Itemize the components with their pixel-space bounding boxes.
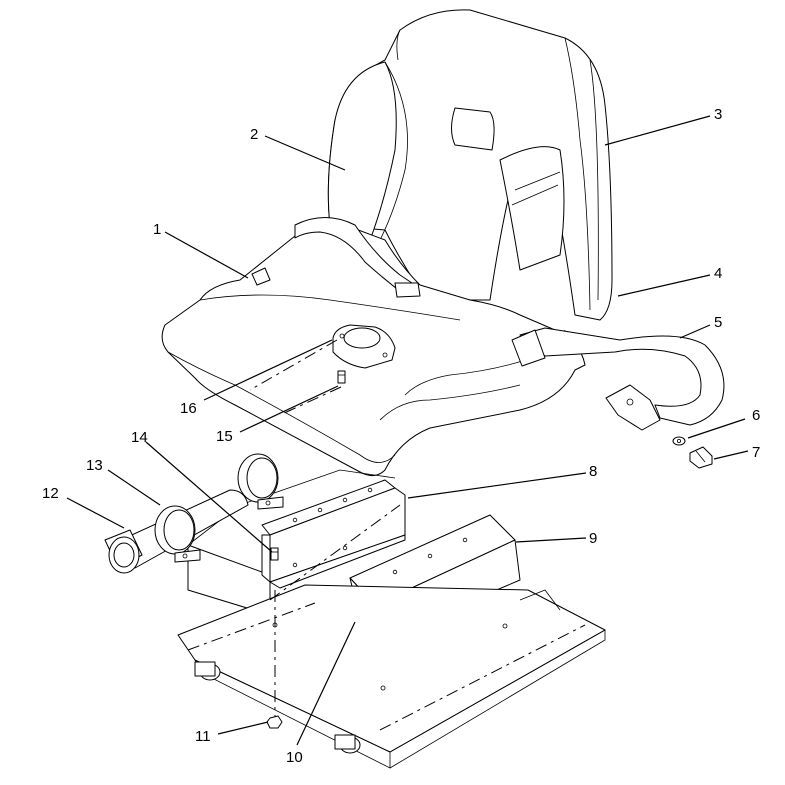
channel-bolt xyxy=(270,547,279,561)
callout-1: 1 xyxy=(153,221,161,238)
belt-bolt xyxy=(689,446,713,469)
callout-3: 3 xyxy=(714,106,722,123)
callout-14: 14 xyxy=(131,429,148,446)
leader-6 xyxy=(687,418,746,439)
seat-belt xyxy=(511,327,725,431)
hex-nut xyxy=(266,715,283,729)
callout-9: 9 xyxy=(589,530,597,547)
leader-13 xyxy=(107,469,161,506)
leader-1 xyxy=(164,231,249,279)
callout-labels: 1 2 3 4 5 6 7 8 9 10 11 12 13 14 15 16 xyxy=(42,106,760,766)
leader-9 xyxy=(515,537,587,543)
callout-5: 5 xyxy=(714,314,722,331)
callout-2: 2 xyxy=(250,126,258,143)
leader-14 xyxy=(145,441,273,553)
latch-screw xyxy=(337,370,346,384)
callout-11: 11 xyxy=(195,728,211,745)
leader-15 xyxy=(239,385,339,433)
base-plate xyxy=(177,584,606,769)
leader-5 xyxy=(679,324,711,339)
callout-13: 13 xyxy=(86,457,103,474)
tube-clamp-front xyxy=(154,505,201,563)
leader-16 xyxy=(203,339,333,401)
callout-6: 6 xyxy=(752,407,760,424)
callout-10: 10 xyxy=(286,749,303,766)
leader-2 xyxy=(264,135,346,171)
leader-8 xyxy=(407,472,587,499)
leader-11 xyxy=(217,721,269,735)
leader-4 xyxy=(617,274,711,297)
latch-plate xyxy=(332,324,396,369)
leader-3 xyxy=(604,115,711,146)
callout-15: 15 xyxy=(216,428,233,445)
seat-back xyxy=(327,9,613,321)
leader-12 xyxy=(66,497,125,529)
callout-12: 12 xyxy=(42,485,59,502)
washer xyxy=(672,436,686,446)
callout-7: 7 xyxy=(752,444,760,461)
leader-7 xyxy=(713,450,749,460)
callout-16: 16 xyxy=(180,400,197,417)
leader-10 xyxy=(296,621,356,746)
callout-4: 4 xyxy=(714,265,722,282)
leader-lines xyxy=(66,115,749,746)
callout-8: 8 xyxy=(589,463,597,480)
strap-loop xyxy=(294,217,421,298)
tube-clamp-rear xyxy=(237,453,284,510)
